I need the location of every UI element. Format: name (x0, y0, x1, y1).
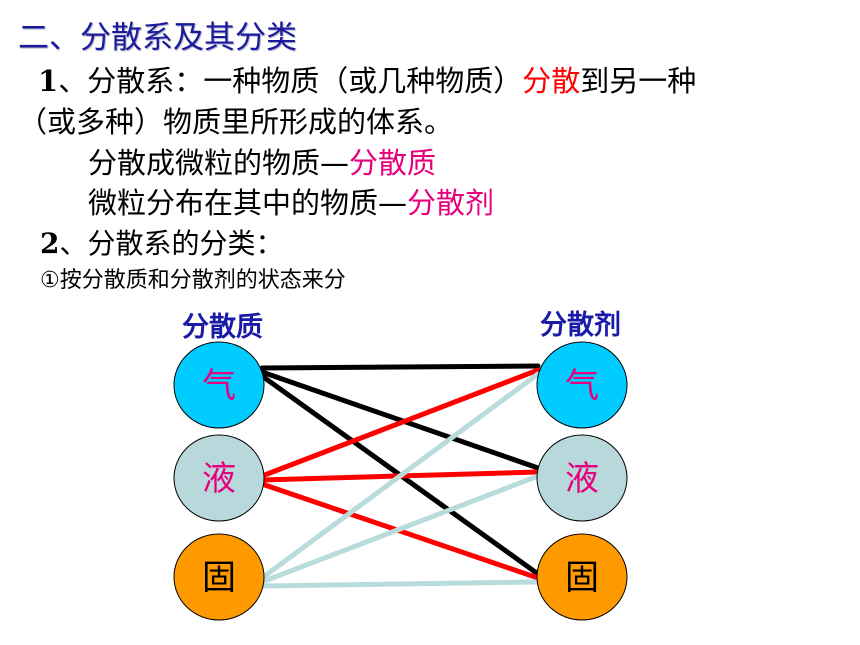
connection-line-0-1 (259, 369, 541, 471)
right-node-2: 固 (536, 533, 628, 621)
dispersion-medium-text: 微粒分布在其中的物质— (88, 186, 408, 220)
dispersed-phase-header: 分散质 (182, 312, 263, 343)
definition-rest: 到另一种 (580, 64, 697, 98)
connection-line-2-1 (259, 473, 541, 585)
left-node-circle-2 (173, 533, 265, 621)
page-title: 二、分散系及其分类 (18, 20, 297, 56)
definition-number: 1 (38, 64, 59, 98)
connection-line-0-0 (259, 363, 541, 371)
left-node-circle-1 (173, 434, 265, 522)
dispersed-phase-text: 分散成微粒的物质— (88, 146, 350, 180)
dispersion-medium-header: 分散剂 (540, 310, 621, 341)
connection-line-1-0 (259, 367, 541, 479)
definition-line-2: （或多种）物质里所形成的体系。 (18, 105, 454, 139)
definition-lead: 、分散系：一种物质（或几种物质） (58, 64, 523, 98)
connection-line-2-2 (259, 579, 541, 589)
definition-term-disperse: 分散 (522, 64, 581, 98)
connection-lines (259, 363, 541, 589)
left-node-label-2: 固 (202, 558, 236, 598)
right-node-label-1: 液 (565, 459, 599, 499)
left-node-label-0: 气 (202, 366, 236, 406)
left-node-label-1: 液 (202, 459, 236, 499)
left-node-0: 气 (173, 341, 265, 429)
right-node-circle-1 (536, 434, 628, 522)
dispersion-medium-term: 分散剂 (407, 186, 495, 220)
section-2-heading: 2、分散系的分类： (40, 222, 284, 262)
classification-method: ①按分散质和分散剂的状态来分 (40, 268, 346, 293)
state-nodes: 气液固 气液固 (173, 341, 628, 621)
right-node-label-2: 固 (565, 558, 599, 598)
right-node-circle-0 (536, 341, 628, 429)
right-node-1: 液 (536, 434, 628, 522)
right-node-0: 气 (536, 341, 628, 429)
definition-line-1: 1、分散系：一种物质（或几种物质）分散到另一种 (38, 58, 696, 100)
dispersion-medium-definition: 微粒分布在其中的物质—分散剂 (88, 180, 494, 222)
right-node-label-0: 气 (565, 366, 599, 406)
section-2-text: 、分散系的分类： (59, 227, 284, 260)
left-node-1: 液 (173, 434, 265, 522)
dispersed-phase-definition: 分散成微粒的物质—分散质 (88, 140, 436, 182)
section-2-number: 2 (40, 227, 60, 260)
dispersed-phase-term: 分散质 (349, 146, 437, 180)
connection-line-2-0 (259, 371, 541, 581)
left-node-2: 固 (173, 533, 265, 621)
left-node-circle-0 (173, 341, 265, 429)
right-node-circle-2 (536, 533, 628, 621)
